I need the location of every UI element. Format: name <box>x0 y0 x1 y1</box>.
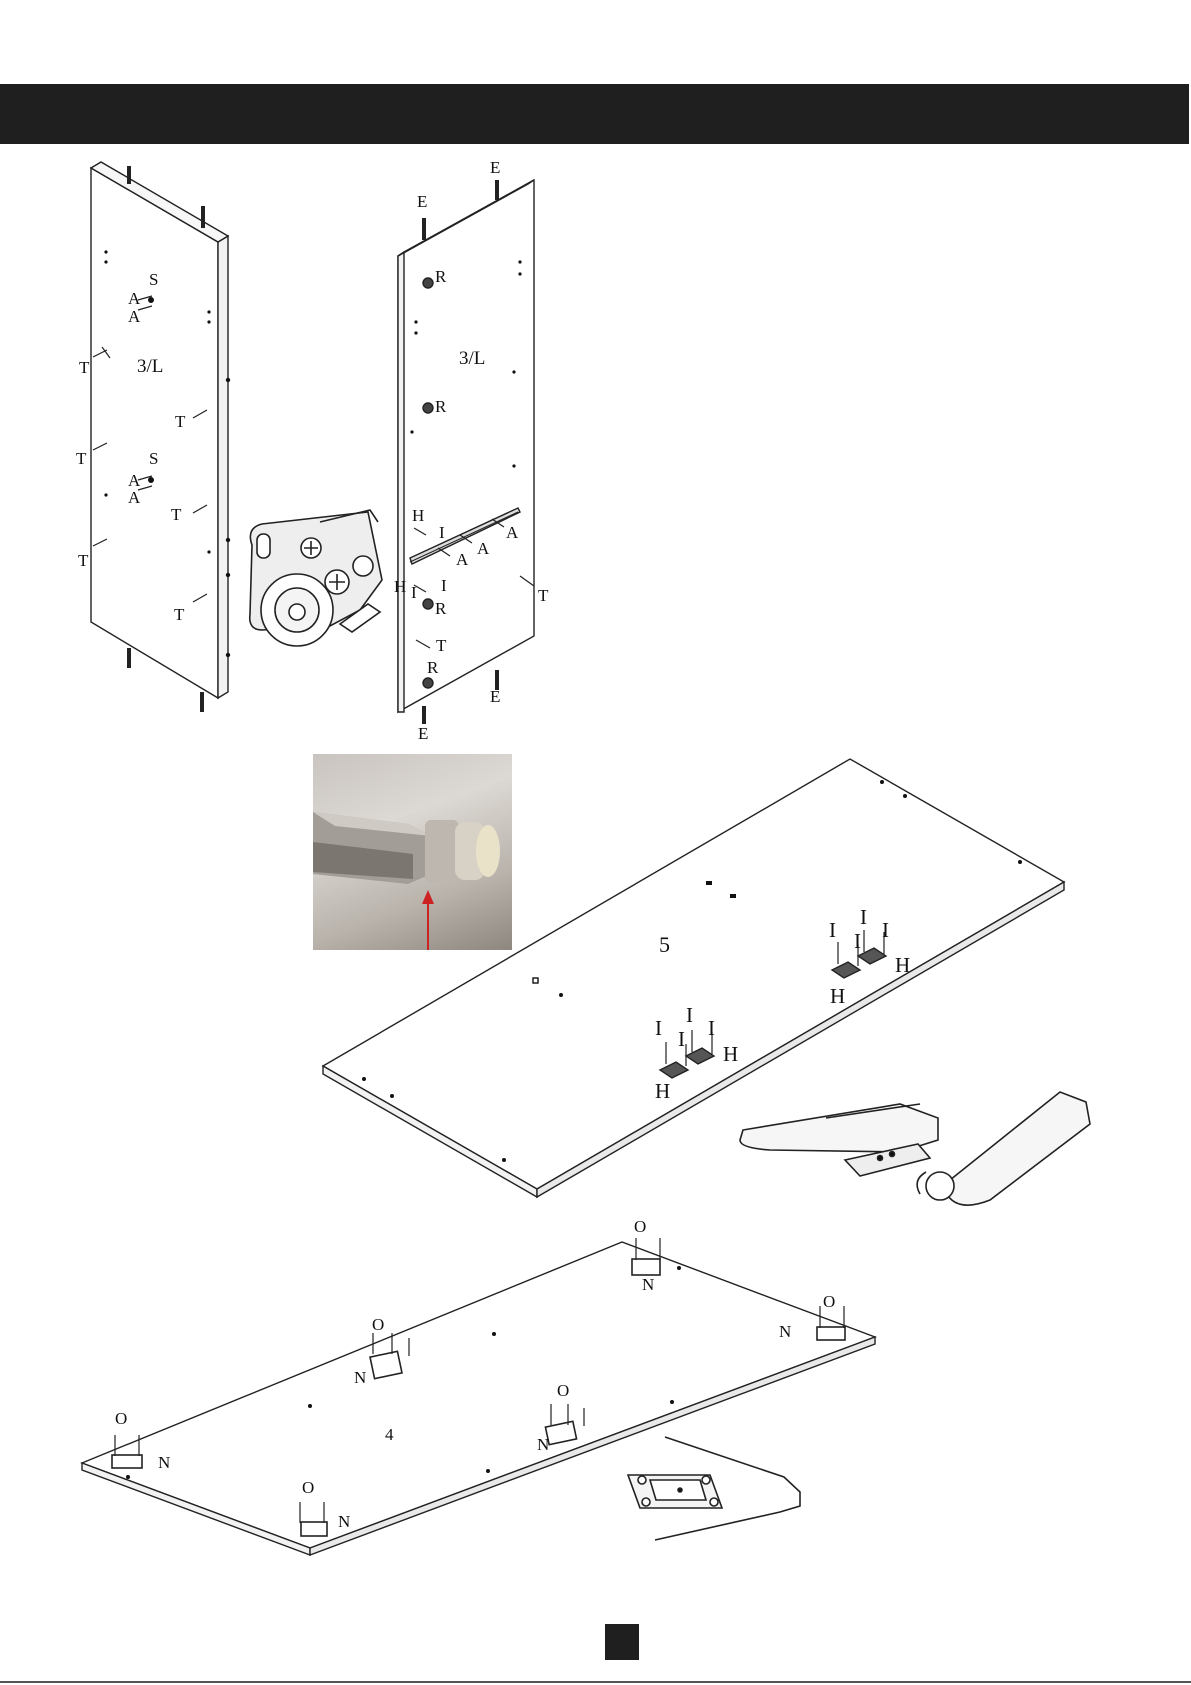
bottom-rule <box>0 1681 1191 1683</box>
callout-label: H <box>830 984 845 1008</box>
top-panel-label: 5 <box>659 932 670 957</box>
callout-label: I <box>860 905 867 929</box>
callout-label: O <box>823 1292 835 1311</box>
callout-label: I <box>854 929 861 953</box>
callout-label: R <box>427 658 439 677</box>
callout-label: I <box>829 918 836 942</box>
callout-label: N <box>354 1368 366 1387</box>
callout-label: H <box>394 577 406 596</box>
callout-label: A <box>128 289 141 308</box>
callout-label: T <box>174 605 185 624</box>
callout-label: T <box>436 636 447 655</box>
callout-label: S <box>149 270 158 289</box>
callout-label: H <box>895 953 910 977</box>
callout-label: N <box>338 1512 350 1531</box>
callout-label: A <box>456 550 469 569</box>
page-number-badge <box>605 1624 639 1660</box>
callout-label: H <box>723 1042 738 1066</box>
callout-label: A <box>128 307 141 326</box>
bottom-panel <box>82 1238 875 1555</box>
callout-label: R <box>435 267 447 286</box>
callout-label: T <box>175 412 186 431</box>
callout-label: O <box>115 1409 127 1428</box>
callout-label: H <box>655 1079 670 1103</box>
callout-label: E <box>490 158 500 177</box>
callout-label: R <box>435 397 447 416</box>
callout-label: A <box>477 539 490 558</box>
left-panel-label: 3/L <box>137 356 163 377</box>
callout-label: I <box>441 576 447 595</box>
latch-photo <box>313 754 512 950</box>
callout-label: T <box>79 358 90 377</box>
bottom-panel-label: 4 <box>385 1425 394 1444</box>
callout-label: I <box>655 1016 662 1040</box>
callout-label: O <box>634 1217 646 1236</box>
callout-label: H <box>412 506 424 525</box>
callout-label: T <box>78 551 89 570</box>
hinge-detail <box>250 510 382 646</box>
right-panel-label: 3/L <box>459 348 485 369</box>
callout-label: S <box>149 449 158 468</box>
left-side-panel <box>91 162 230 712</box>
foot-plate-detail <box>628 1437 800 1540</box>
callout-label: I <box>411 583 417 602</box>
callout-label: T <box>538 586 549 605</box>
callout-label: I <box>686 1003 693 1027</box>
callout-label: T <box>171 505 182 524</box>
callout-label: A <box>128 488 141 507</box>
callout-label: O <box>372 1315 384 1334</box>
callout-label: I <box>882 918 889 942</box>
callout-label: E <box>490 687 500 706</box>
callout-label: T <box>76 449 87 468</box>
callout-label: I <box>708 1016 715 1040</box>
callout-label: E <box>417 192 427 211</box>
callout-label: I <box>678 1027 685 1051</box>
callout-label: N <box>537 1435 549 1454</box>
callout-label: E <box>418 724 428 743</box>
callout-label: N <box>158 1453 170 1472</box>
callout-label: N <box>779 1322 791 1341</box>
callout-label: O <box>302 1478 314 1497</box>
callout-label: R <box>435 599 447 618</box>
right-side-panel <box>398 180 534 724</box>
callout-label: A <box>506 523 519 542</box>
callout-label: I <box>439 523 445 542</box>
push-latch-detail <box>740 1092 1090 1205</box>
callout-label: O <box>557 1381 569 1400</box>
callout-label: N <box>642 1275 654 1294</box>
